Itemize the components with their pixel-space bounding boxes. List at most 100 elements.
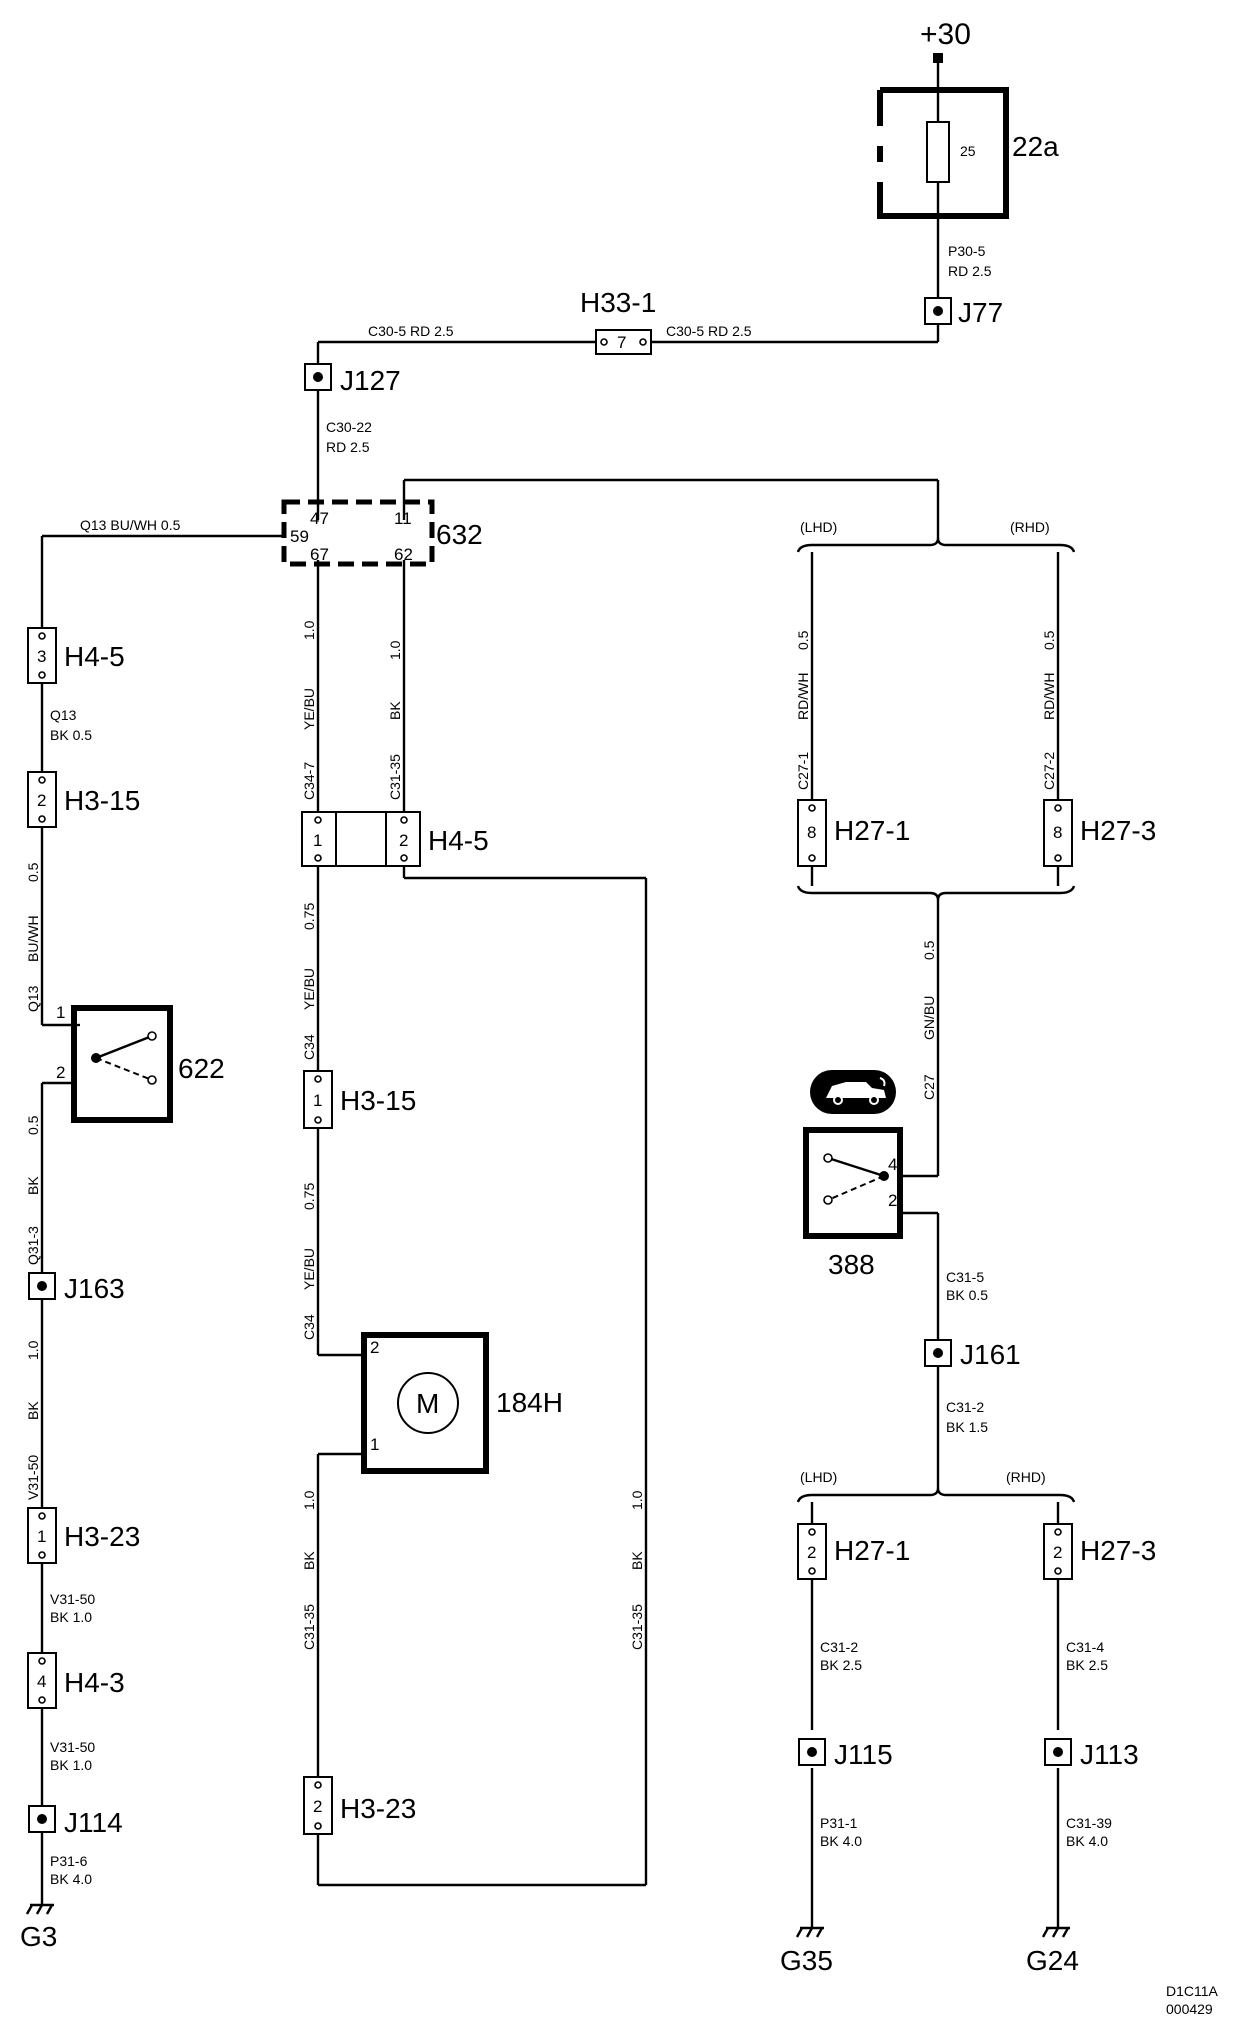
supply-label: +30 (920, 18, 971, 51)
variant-bracket-bottom: (LHD) (RHD) (796, 1469, 1076, 1503)
wire-label-v31-50-c-spec: BK 1.0 (50, 1757, 92, 1773)
svg-text:62: 62 (394, 545, 413, 564)
wires (40, 58, 1060, 1928)
svg-text:1.0: 1.0 (301, 620, 317, 640)
svg-text:C27: C27 (921, 1074, 937, 1100)
fuse-id: 22a (1012, 131, 1059, 162)
svg-text:47: 47 (310, 509, 329, 528)
switch-622: 1 2 622 (56, 1003, 225, 1123)
variant-lhd-top: (LHD) (800, 519, 837, 535)
svg-text:GN/BU: GN/BU (921, 996, 937, 1040)
wire-label-c27-1: C27-1 RD/WH 0.5 (795, 630, 811, 790)
wire-label-c31-2-a-spec: BK 1.5 (946, 1419, 988, 1435)
svg-text:YE/BU: YE/BU (301, 1248, 317, 1290)
svg-text:2: 2 (56, 1063, 65, 1082)
svg-text:C27-2: C27-2 (1041, 752, 1057, 790)
svg-text:H4-5: H4-5 (64, 641, 125, 672)
svg-text:2: 2 (399, 831, 408, 850)
supply-terminal: +30 (920, 18, 971, 63)
svg-text:2: 2 (313, 1797, 322, 1816)
connector-h3-15-left: 2 H3-15 (27, 771, 140, 828)
svg-text:388: 388 (828, 1249, 875, 1280)
svg-text:J115: J115 (834, 1739, 893, 1770)
fuse-rating: 25 (960, 143, 976, 159)
svg-text:2: 2 (37, 791, 46, 810)
svg-text:BU/WH: BU/WH (25, 915, 41, 962)
fuse-22a: 25 22a (877, 87, 1059, 219)
svg-text:67: 67 (310, 545, 329, 564)
svg-text:184H: 184H (496, 1387, 563, 1418)
car-icon (810, 1070, 896, 1114)
svg-text:1.0: 1.0 (25, 1340, 41, 1360)
wire-label-v31-50-b-code: V31-50 (50, 1591, 95, 1607)
svg-text:G24: G24 (1026, 1945, 1079, 1976)
svg-text:1.0: 1.0 (629, 1490, 645, 1510)
svg-text:4: 4 (888, 1155, 897, 1174)
wire-label-q31-3: Q31-3 BK 0.5 (25, 1115, 41, 1265)
svg-text:1.0: 1.0 (387, 640, 403, 660)
wire-label-p31-6-spec: BK 4.0 (50, 1871, 92, 1887)
svg-text:622: 622 (178, 1053, 225, 1084)
wire-label-c31-35-mid: C31-35 BK 1.0 (301, 1490, 317, 1650)
wire-label-c31-4-code: C31-4 (1066, 1639, 1104, 1655)
svg-text:H27-1: H27-1 (834, 1535, 910, 1566)
svg-text:2: 2 (1053, 1543, 1062, 1562)
wire-label-v31-50-a: V31-50 BK 1.0 (25, 1340, 41, 1500)
svg-text:BK: BK (301, 1551, 317, 1570)
wire-label-p31-1-code: P31-1 (820, 1815, 858, 1831)
ground-g24: G24 (1026, 1926, 1079, 1976)
wire-label-c27: C27 GN/BU 0.5 (921, 940, 937, 1100)
connector-h33-1: 7 H33-1 (580, 287, 656, 355)
connector-h4-5-left: 3 H4-5 (27, 627, 125, 684)
svg-text:C31-35: C31-35 (301, 1604, 317, 1650)
wire-label-c34-7: C34-7 YE/BU 1.0 (301, 620, 317, 800)
svg-text:8: 8 (1053, 823, 1062, 842)
connector-h27-1-top: 8 H27-1 (797, 799, 910, 867)
svg-text:J114: J114 (64, 1807, 123, 1838)
wire-label-c31-5-spec: BK 0.5 (946, 1287, 988, 1303)
svg-text:7: 7 (617, 333, 626, 352)
wire-label-c31-35-right: C31-35 BK 1.0 (629, 1490, 645, 1650)
junction-j114: J114 (28, 1805, 123, 1838)
svg-text:H27-1: H27-1 (834, 815, 910, 846)
junction-j115: J115 (798, 1738, 893, 1770)
wire-label-c31-4-spec: BK 2.5 (1066, 1657, 1108, 1673)
svg-text:59: 59 (290, 527, 309, 546)
svg-text:0.75: 0.75 (301, 903, 317, 930)
connector-h3-23-mid: 2 H3-23 (303, 1776, 416, 1835)
component-632: 47 11 59 67 62 632 (281, 499, 483, 567)
footer-ref-line2: 000429 (1166, 2001, 1213, 2017)
wire-label-c27-2: C27-2 RD/WH 0.5 (1041, 630, 1057, 790)
svg-text:G35: G35 (780, 1945, 833, 1976)
svg-text:1.0: 1.0 (301, 1490, 317, 1510)
junction-j163: J163 (28, 1272, 125, 1304)
svg-text:1: 1 (37, 1527, 46, 1546)
wire-label-c31-39-code: C31-39 (1066, 1815, 1112, 1831)
wire-label-c31-35-top: C31-35 BK 1.0 (387, 640, 403, 800)
connector-h3-23-left: 1 H3-23 (27, 1507, 140, 1564)
wire-label-q13-bk-spec: BK 0.5 (50, 727, 92, 743)
svg-text:0.5: 0.5 (1041, 630, 1057, 650)
svg-text:0.5: 0.5 (795, 630, 811, 650)
svg-text:J77: J77 (958, 297, 1003, 328)
wire-label-c30-5-left: C30-5 RD 2.5 (368, 323, 454, 339)
variant-rhd-bottom: (RHD) (1006, 1469, 1046, 1485)
wire-label-c30-22-code: C30-22 (326, 419, 372, 435)
svg-text:C31-35: C31-35 (629, 1604, 645, 1650)
junction-j77: J77 (924, 297, 1003, 328)
connector-h27-1-bottom: 2 H27-1 (797, 1523, 910, 1580)
motor-184h: M 2 1 184H (361, 1332, 563, 1474)
svg-text:H3-23: H3-23 (64, 1521, 140, 1552)
svg-text:H33-1: H33-1 (580, 287, 656, 318)
svg-text:C34: C34 (301, 1314, 317, 1340)
svg-text:H27-3: H27-3 (1080, 1535, 1156, 1566)
svg-text:H4-5: H4-5 (428, 825, 489, 856)
svg-text:Q13: Q13 (25, 985, 41, 1012)
footer-ref-line1: D1C11A (1166, 1983, 1219, 1999)
svg-text:3: 3 (37, 647, 46, 666)
junction-j161: J161 (924, 1339, 1021, 1370)
svg-text:H3-15: H3-15 (340, 1085, 416, 1116)
svg-text:BK: BK (387, 701, 403, 720)
svg-text:1: 1 (56, 1003, 65, 1022)
